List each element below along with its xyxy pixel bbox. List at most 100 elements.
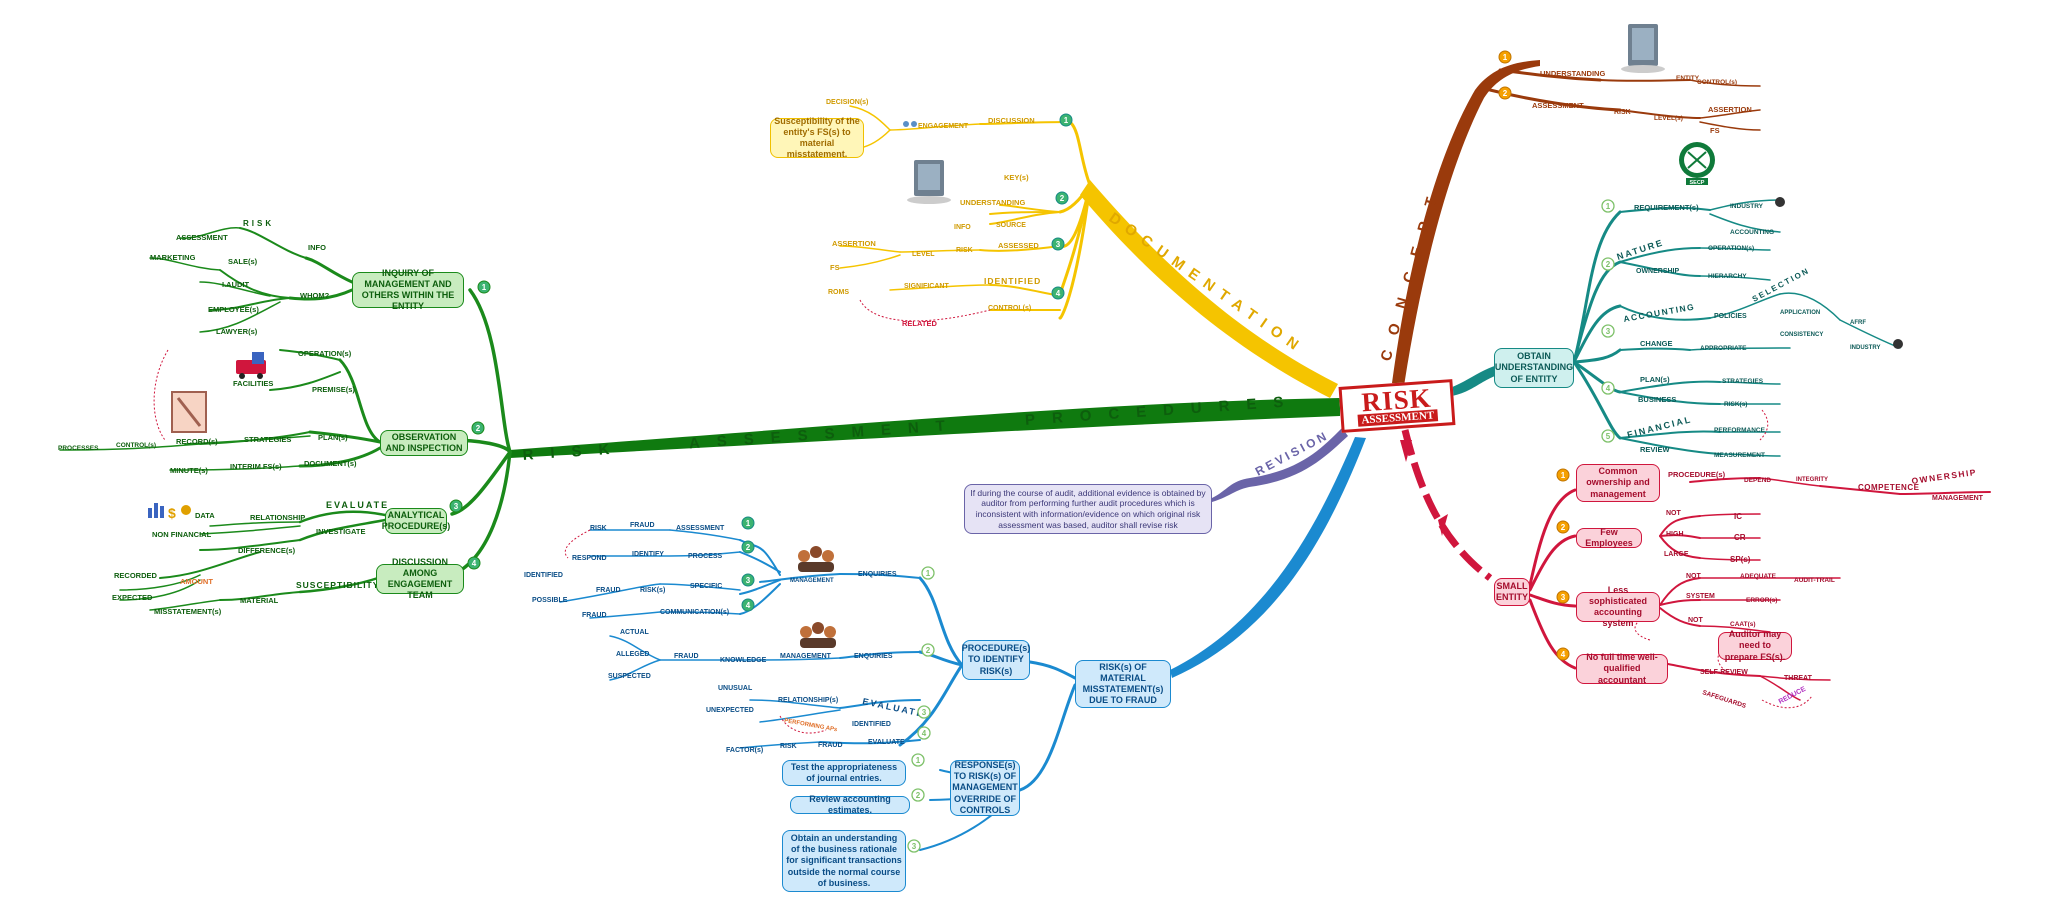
red-system: SYSTEM bbox=[1686, 593, 1715, 600]
teal-performance: PERFORMANCE bbox=[1714, 427, 1766, 434]
teal-selection: SELECTION bbox=[1751, 266, 1812, 304]
svg-text:$: $ bbox=[168, 505, 176, 521]
blue-fraud4: FRAUD bbox=[674, 653, 699, 660]
blue-specific: SPECIFIC bbox=[690, 583, 722, 590]
doc-identified: IDENTIFIED bbox=[984, 276, 1041, 286]
blue-fraud3: FRAUD bbox=[582, 612, 607, 619]
blue-fraud: FRAUD bbox=[630, 522, 655, 529]
risk-fraud-box: RISK(s) OF MATERIAL MISSTATEMENT(s) DUE … bbox=[1075, 660, 1171, 708]
discussion-box: DISCUSSION AMONG ENGAGEMENT TEAM bbox=[376, 557, 464, 600]
teal-hierarchy: HIERARCHY bbox=[1708, 273, 1747, 280]
obtain-understanding-box: OBTAIN UNDERSTANDING OF ENTITY bbox=[1494, 348, 1574, 388]
teal-requirements: REQUIREMENT(s) bbox=[1634, 203, 1699, 212]
observation-box: OBSERVATION AND INSPECTION bbox=[380, 430, 468, 456]
red-management: MANAGEMENT bbox=[1932, 495, 1984, 502]
blue-alleged: ALLEGED bbox=[616, 651, 649, 658]
central-topic: RISK ASSESSMENT bbox=[1338, 379, 1456, 433]
label-strategies: STRATEGIES bbox=[244, 435, 291, 444]
label-relationship: RELATIONSHIP bbox=[250, 513, 305, 522]
red-num-1: 1 bbox=[1561, 471, 1566, 480]
entity-building-icon bbox=[1621, 24, 1665, 73]
blue-sub-num-1: 1 bbox=[746, 519, 751, 528]
review-estimates-box: Review accounting estimates. bbox=[790, 794, 910, 815]
doc-level: LEVEL bbox=[912, 251, 935, 258]
doc-controls: CONTROL(s) bbox=[988, 305, 1031, 312]
teal-policies: POLICIES bbox=[1714, 313, 1747, 320]
label-data: DATA bbox=[195, 511, 215, 520]
blue-risk2: RISK bbox=[780, 743, 797, 750]
red-not3: NOT bbox=[1688, 617, 1704, 624]
doc-engagement: ENGAGEMENT bbox=[918, 123, 969, 130]
common-ownership-box: Common ownership and management bbox=[1576, 464, 1660, 502]
blue-risks: RISK(s) bbox=[640, 587, 665, 594]
red-num-2: 2 bbox=[1561, 523, 1566, 532]
blue-knowledge: KNOWLEDGE bbox=[720, 657, 767, 664]
blue-suspected: SUSPECTED bbox=[608, 673, 651, 680]
blue-management2: MANAGEMENT bbox=[780, 653, 832, 660]
concept-levels: LEVEL(s) bbox=[1654, 115, 1683, 122]
red-adequate: ADEQUATE bbox=[1740, 573, 1777, 580]
doc-related: RELATED bbox=[902, 319, 937, 328]
doc-understanding: UNDERSTANDING bbox=[960, 198, 1025, 207]
teal-application: APPLICATION bbox=[1780, 310, 1820, 316]
red-large: LARGE bbox=[1664, 551, 1689, 558]
doc-info: INFO bbox=[954, 224, 971, 231]
blue-evaluate2: EVALUATE bbox=[868, 739, 905, 746]
doc-keys: KEY(s) bbox=[1004, 173, 1029, 182]
teal-num-5: 5 bbox=[1606, 432, 1611, 441]
doc-decisions: DECISION(s) bbox=[826, 99, 868, 106]
teal-measurement: MEASUREMENT bbox=[1714, 452, 1765, 459]
label-sales: SALE(s) bbox=[228, 257, 258, 266]
resp-num-1: 1 bbox=[916, 756, 921, 765]
doc-source: SOURCE bbox=[996, 222, 1026, 229]
documentation-label: DOCUMENTATION bbox=[1106, 209, 1308, 358]
blue-fraud2: FRAUD bbox=[596, 587, 621, 594]
chart-icon: $ bbox=[148, 503, 191, 521]
teal-plans: PLAN(s) bbox=[1640, 375, 1670, 384]
label-minutes: MINUTE(s) bbox=[170, 466, 208, 475]
label-amount: AMOUNT bbox=[180, 577, 213, 586]
label-marketing: MARKETING bbox=[150, 253, 196, 262]
label-differences: DIFFERENCE(s) bbox=[238, 546, 296, 555]
label-operations: OPERATION(s) bbox=[298, 349, 352, 358]
concept-risk: RISK bbox=[1614, 109, 1631, 116]
label-nonfinancial: NON FINANCIAL bbox=[152, 530, 212, 539]
revision-trunk bbox=[1212, 428, 1348, 502]
doc-num-3: 3 bbox=[1056, 240, 1061, 249]
management-people-icon bbox=[798, 546, 834, 572]
label-material: MATERIAL bbox=[240, 596, 279, 605]
responses-override-box: RESPONSE(s) TO RISK(s) OF MANAGEMENT OVE… bbox=[950, 760, 1020, 816]
green-num-3: 3 bbox=[454, 502, 459, 511]
concept-num-2: 2 bbox=[1503, 89, 1508, 98]
blue-num-4: 4 bbox=[922, 729, 927, 738]
secp-label: SECP bbox=[1690, 180, 1705, 186]
red-not: NOT bbox=[1666, 510, 1682, 517]
blue-communications: COMMUNICATION(s) bbox=[660, 609, 729, 616]
blue-identified2: IDENTIFIED bbox=[852, 721, 891, 728]
label-evaluate: EVALUATE bbox=[326, 500, 389, 510]
teal-strategies: STRATEGIES bbox=[1722, 378, 1764, 385]
label-controls: CONTROL(s) bbox=[116, 442, 156, 449]
red-competence: COMPETENCE bbox=[1858, 483, 1920, 492]
label-plans: PLAN(s) bbox=[318, 433, 348, 442]
discussion-people-icon bbox=[903, 121, 917, 127]
blue-relationships: RELATIONSHIP(s) bbox=[778, 697, 838, 704]
blue-performing: PERFORMING APs bbox=[784, 718, 839, 733]
doc-assertion: ASSERTION bbox=[832, 239, 876, 248]
teal-appropriate: APPROPRIATE bbox=[1700, 345, 1747, 352]
label-iaudit: I.AUDIT bbox=[222, 280, 250, 289]
red-safeguards: SAFEGUARDS bbox=[1701, 689, 1747, 710]
documentation-branch bbox=[839, 105, 1092, 320]
teal-num-2: 2 bbox=[1606, 260, 1611, 269]
analytical-box: ANALYTICAL PROCEDURE(s) bbox=[382, 508, 450, 534]
red-caat: CAAT(s) bbox=[1730, 621, 1756, 628]
doc-fs: FS bbox=[830, 263, 840, 272]
red-selfreview: SELF-REVIEW bbox=[1700, 669, 1748, 676]
secp-seal-icon: SECP bbox=[1679, 142, 1715, 186]
red-num-4: 4 bbox=[1561, 650, 1566, 659]
blue-enquiries2: ENQUIRIES bbox=[854, 653, 893, 660]
label-lawyers: LAWYER(s) bbox=[216, 327, 258, 336]
label-susceptibility: SUSCEPTIBILITY bbox=[296, 580, 379, 590]
teal-branch bbox=[1572, 199, 1901, 457]
label-premises: PREMISE(s) bbox=[312, 385, 355, 394]
